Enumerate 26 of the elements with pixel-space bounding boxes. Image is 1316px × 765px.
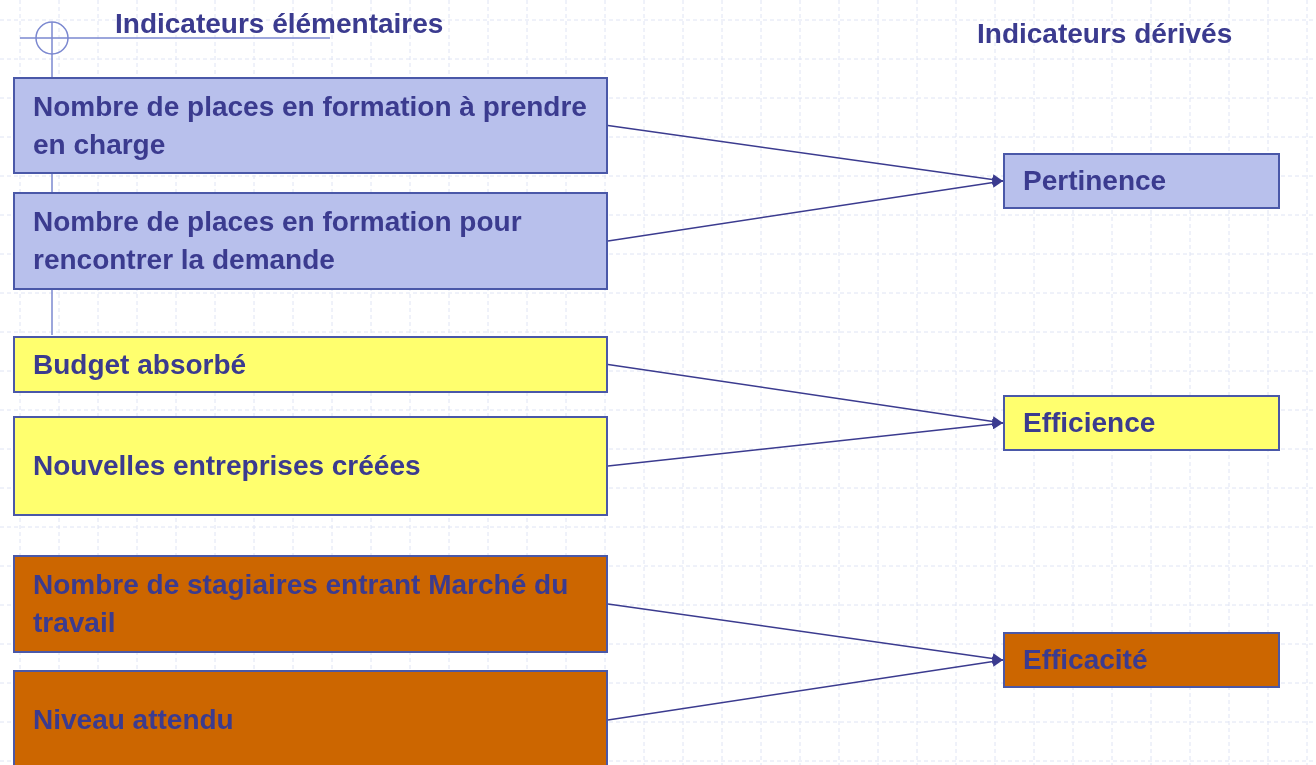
derived-indicator-box xyxy=(1003,632,1280,688)
arrow xyxy=(607,603,1004,664)
indicator-text: Nombre de places en formation à prendre en charge xyxy=(33,89,588,162)
indicator-text: Efficience xyxy=(1023,406,1156,440)
arrow xyxy=(607,656,1004,721)
indicator-text: Nombre de places en formation pour rencontrer la demande xyxy=(33,205,523,277)
indicator-text: Niveau attendu xyxy=(33,703,234,737)
indicator-box xyxy=(13,336,608,393)
indicator-text: Pertinence xyxy=(1023,164,1167,198)
arrow xyxy=(607,363,1004,427)
column-heading: Indicateurs dérivés xyxy=(977,18,1233,50)
indicator-text: Budget absorbé xyxy=(33,347,247,382)
indicator-box xyxy=(13,77,608,174)
indicator-box xyxy=(13,416,608,516)
indicator-text: Efficacité xyxy=(1023,643,1148,677)
arrow xyxy=(607,177,1004,242)
derived-indicator-box xyxy=(1003,153,1280,209)
indicator-box xyxy=(13,555,608,653)
arrow xyxy=(607,124,1004,185)
indicator-text: Nombre de stagiaires entrant Marché du travail xyxy=(33,568,570,640)
indicator-box xyxy=(13,670,608,765)
column-heading: Indicateurs élémentaires xyxy=(115,8,444,40)
indicator-box xyxy=(13,192,608,290)
indicator-text: Nouvelles entreprises créées xyxy=(33,449,421,483)
arrow xyxy=(607,418,1004,467)
derived-indicator-box xyxy=(1003,395,1280,451)
